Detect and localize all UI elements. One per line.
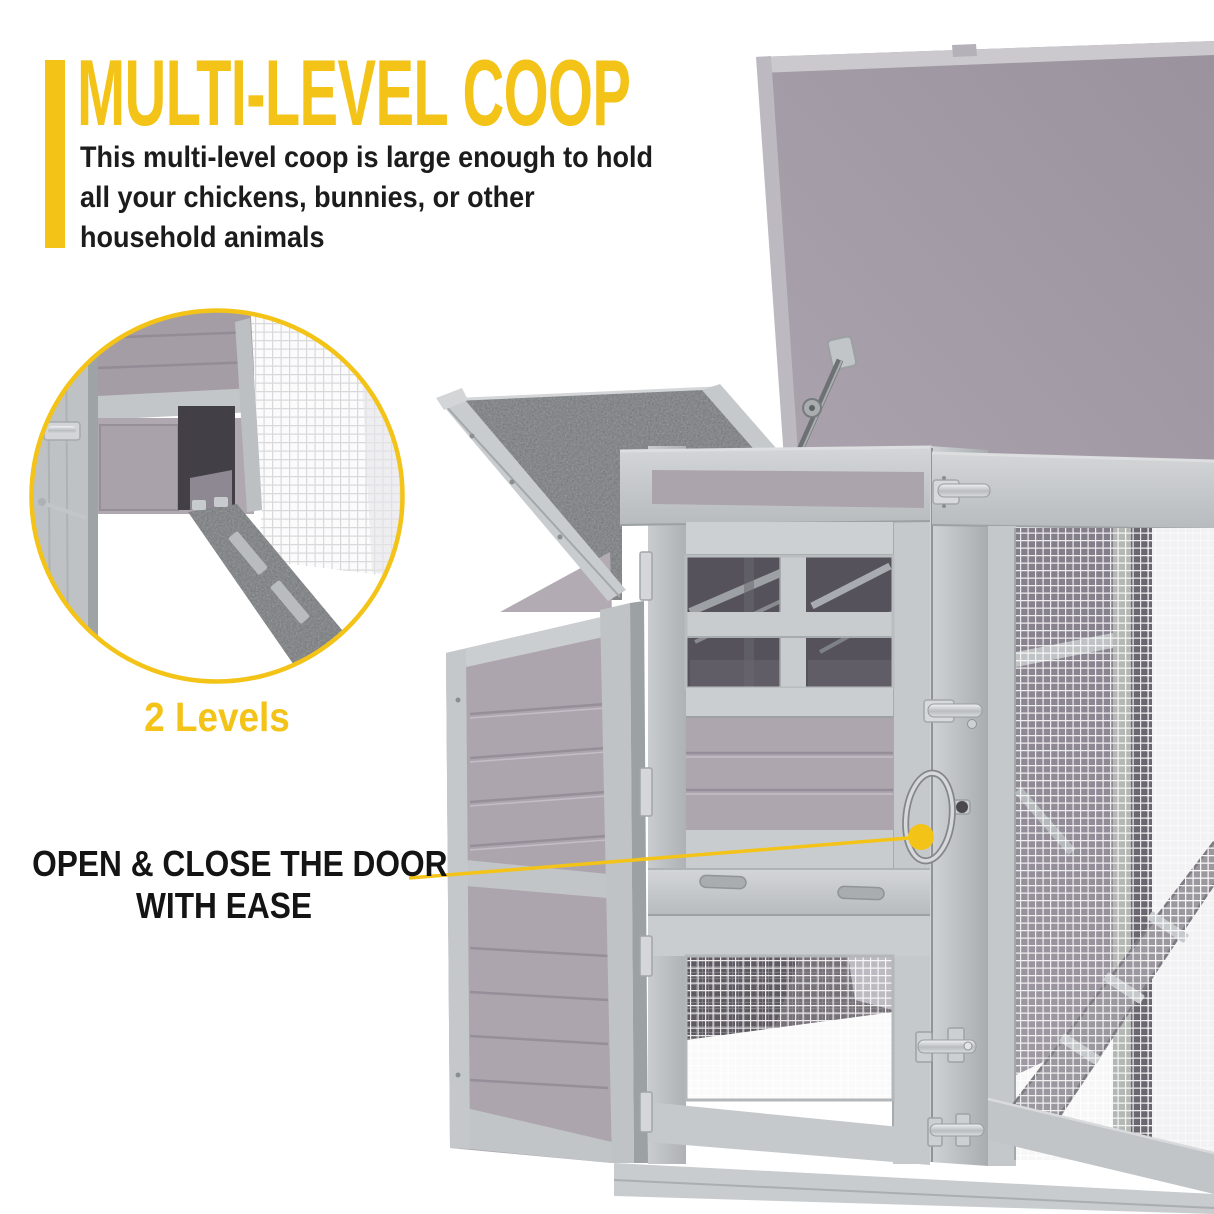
slide-bolt-latch [927, 1113, 985, 1147]
corner-post [600, 601, 648, 1163]
page-description: This multi-level coop is large enough to… [80, 138, 710, 258]
page-title: MULTI-LEVEL COOP [77, 40, 631, 145]
tray-slot-handle [837, 885, 885, 901]
annotation-label: OPEN & CLOSE THE DOOR WITH EASE [32, 843, 448, 927]
door-hinge-icon [639, 1091, 653, 1133]
annotation-pointer [408, 824, 934, 880]
description-line: household animals [80, 220, 325, 254]
inset-caption: 2 Levels [144, 694, 290, 740]
tray-slot-handle [699, 874, 747, 890]
door-window [684, 554, 895, 690]
inset-door-latch [38, 421, 87, 520]
felt-roof [436, 384, 776, 612]
coop-base [613, 1163, 1214, 1214]
slide-bolt-latch [915, 1027, 977, 1063]
accent-bar [45, 60, 65, 248]
tray-rail [648, 868, 930, 916]
inset-circle-figure [29, 308, 405, 684]
annotation-line [408, 835, 922, 880]
annotation-line-1: OPEN & CLOSE THE DOOR [32, 843, 448, 884]
description-line: This multi-level coop is large enough to… [80, 141, 654, 174]
run-mesh-panel [987, 526, 1214, 1194]
door-hinge-icon [639, 551, 653, 601]
side-wall-panel [446, 616, 612, 1163]
main-coop-photo [436, 41, 1214, 1214]
door-frame-left-stile [648, 446, 686, 1164]
door-handle-loop [902, 769, 971, 865]
top-frame-band [619, 445, 933, 526]
annotation-line-2: WITH EASE [135, 884, 312, 926]
inset-ramp [188, 497, 352, 668]
door-hinge-icon [639, 935, 653, 977]
annotation-dot [908, 824, 934, 850]
door-latch [923, 699, 983, 729]
top-latch [932, 476, 991, 508]
lower-mesh-door [639, 916, 985, 1165]
open-roof-lid [756, 41, 1214, 574]
lid-support-strut [796, 335, 858, 452]
inset-ring [29, 308, 405, 684]
description-line: all your chickens, bunnies, or other [80, 180, 535, 214]
run-bottom-rail [988, 1098, 1214, 1194]
upper-door [639, 522, 983, 868]
door-hinge-icon [639, 767, 653, 817]
